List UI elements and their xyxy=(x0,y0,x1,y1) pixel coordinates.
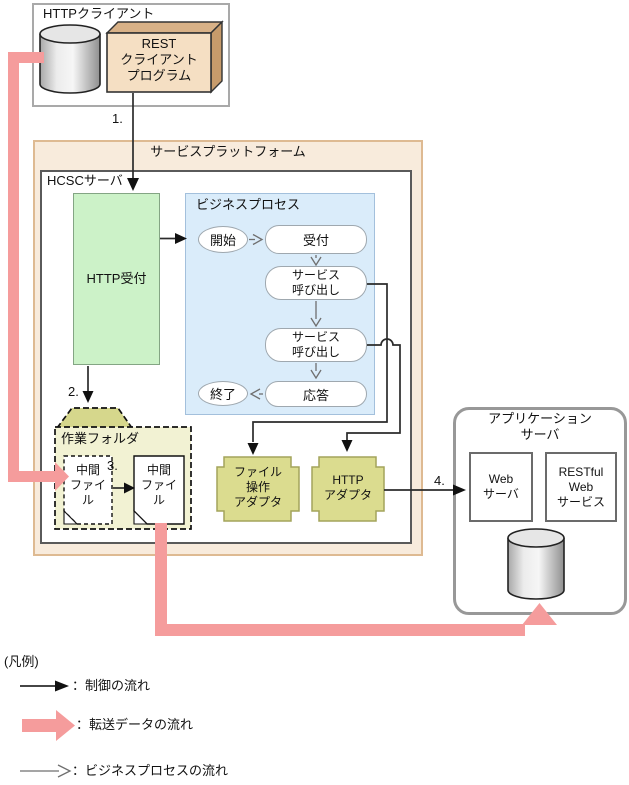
legend-transfer-label: ：転送データの流れ xyxy=(76,717,194,732)
application-server-title: アプリケーション サーバ xyxy=(488,411,592,442)
step-1-label: 1. xyxy=(112,111,123,126)
http-reception-box: HTTP受付 xyxy=(73,193,160,365)
file-operation-adapter-shape xyxy=(216,456,300,522)
rest-client-program-3d-box xyxy=(105,20,224,94)
work-folder-shape xyxy=(54,407,192,530)
bp-start-node: 開始 xyxy=(198,226,248,253)
step-3-label: 3. xyxy=(107,458,118,473)
business-process-title: ビジネスプロセス xyxy=(196,197,301,212)
legend-control-label: ：制御の流れ xyxy=(72,678,151,693)
file-operation-adapter-label: ファイル 操作 アダプタ xyxy=(233,465,282,509)
legend-glyphs xyxy=(20,680,75,778)
http-adapter-shape xyxy=(311,456,385,522)
bp-reception-node: 受付 xyxy=(265,225,367,254)
hcsc-server-title: HCSCサーバ xyxy=(47,173,123,188)
http-client-title: HTTPクライアント xyxy=(40,6,158,22)
legend-title: (凡例) xyxy=(4,654,39,669)
http-adapter-label: HTTP アダプタ xyxy=(323,473,372,502)
work-folder-title: 作業フォルダ xyxy=(61,431,140,446)
intermediate-file-left-label: 中間 ファイ ル xyxy=(69,463,106,507)
bp-service-call-1-node: サービス 呼び出し xyxy=(265,266,367,300)
legend-process-label: ：ビジネスプロセスの流れ xyxy=(72,763,229,778)
bp-end-node: 終了 xyxy=(198,381,248,406)
legend-process-arrow-icon xyxy=(20,764,72,778)
bp-service-call-2-node: サービス 呼び出し xyxy=(265,328,367,362)
intermediate-file-left-icon xyxy=(63,455,113,525)
bp-response-node: 応答 xyxy=(265,381,367,407)
legend-transfer-arrow-icon xyxy=(22,710,75,741)
client-database-cylinder-icon xyxy=(39,24,101,94)
web-server-box: Web サーバ xyxy=(469,452,533,522)
rest-client-program-label: REST クライアント プログラム xyxy=(120,36,198,83)
step-4-label: 4. xyxy=(434,473,445,488)
appserver-database-cylinder-icon xyxy=(507,528,565,600)
step-2-label: 2. xyxy=(68,384,79,399)
intermediate-file-right-label: 中間 ファイ ル xyxy=(140,463,177,507)
restful-web-service-box: RESTful Web サービス xyxy=(545,452,617,522)
service-platform-title: サービスプラットフォーム xyxy=(150,144,306,159)
